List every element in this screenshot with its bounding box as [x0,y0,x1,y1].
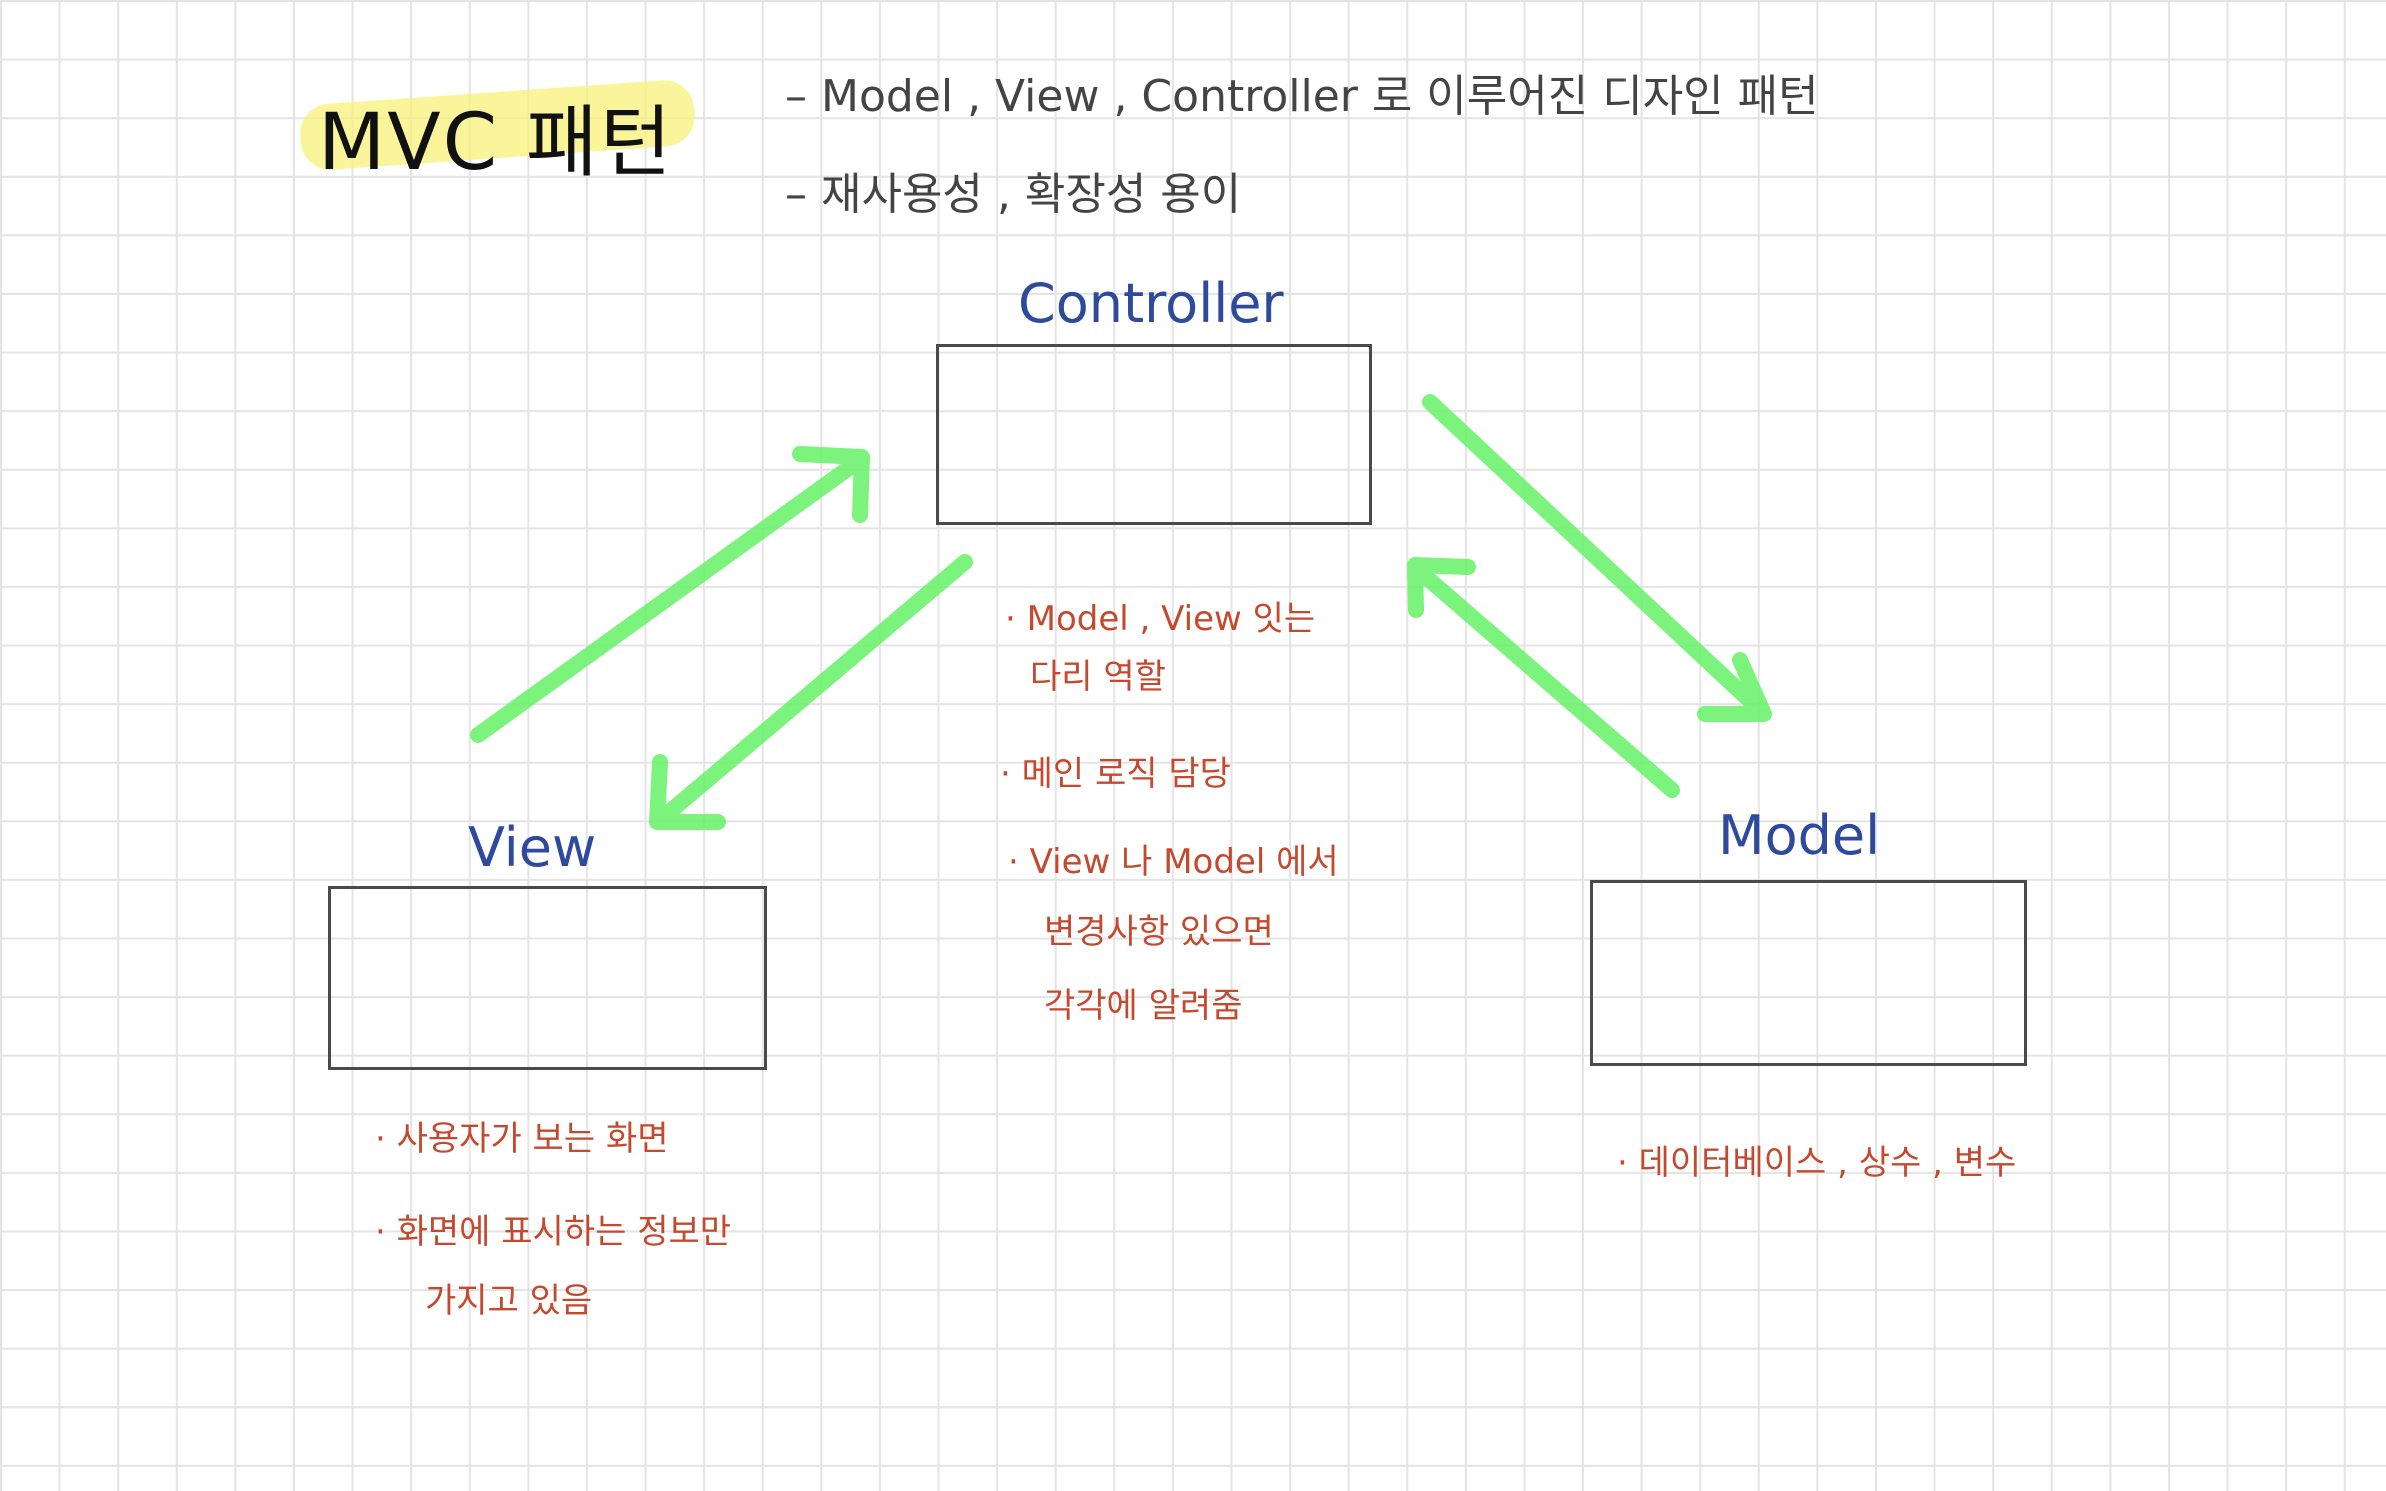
controller-note-6: 각각에 알려줌 [1044,986,1243,1026]
arrow-controller-to-model-head [1697,652,1772,722]
arrow-controller-to-view [652,554,973,828]
controller-label: Controller [1018,272,1284,335]
controller-note-5: 변경사항 있으면 [1044,912,1274,952]
view-box [328,886,767,1070]
intro-line-2: – 재사용성 , 확장성 용이 [785,169,1242,220]
view-label: View [468,816,597,879]
view-note-2: · 화면에 표시하는 정보만 [375,1212,732,1252]
controller-box [936,344,1372,525]
view-note-1: · 사용자가 보는 화면 [375,1119,669,1159]
controller-note-3: · 메인 로직 담당 [1000,754,1231,794]
arrow-controller-to-model [1422,394,1770,720]
arrow-view-to-controller-head [792,446,870,523]
model-note-1: · 데이터베이스 , 상수 , 변수 [1617,1143,2017,1183]
arrow-view-to-controller [470,452,868,743]
view-note-3: 가지고 있음 [425,1281,593,1321]
controller-note-2: 다리 역할 [1030,657,1166,697]
intro-line-1: – Model , View , Controller 로 이루어진 디자인 패… [785,71,1819,122]
arrow-controller-to-view-head [649,754,726,830]
controller-note-1: · Model , View 잇는 [1005,599,1316,639]
page-title: MVC 패턴 [318,98,674,188]
controller-note-4: · View 나 Model 에서 [1008,842,1339,882]
model-label: Model [1718,804,1881,867]
arrow-model-to-controller-head [1407,557,1476,618]
arrow-model-to-controller [1410,562,1680,798]
model-box [1590,880,2027,1066]
